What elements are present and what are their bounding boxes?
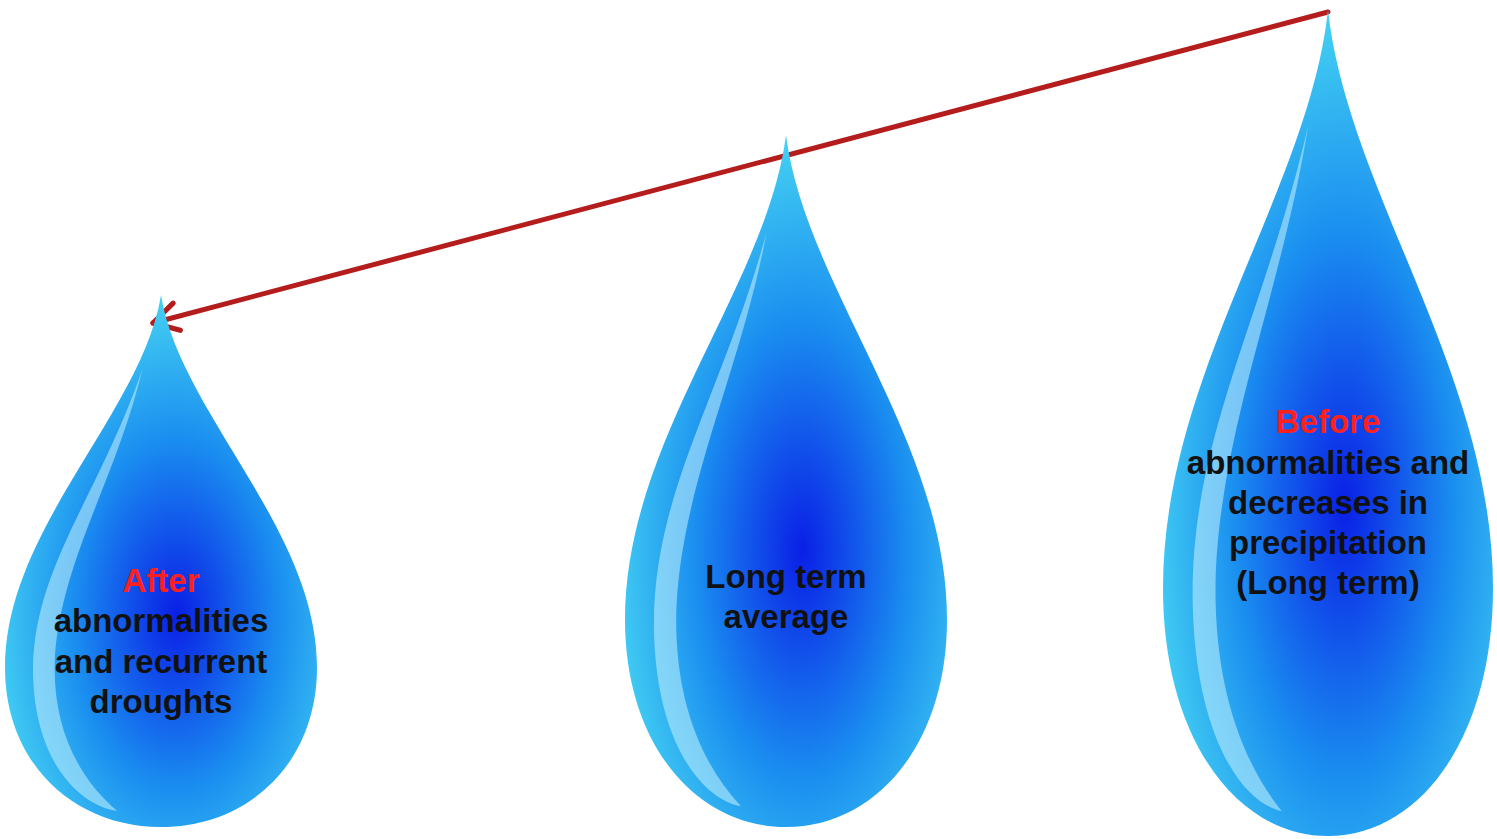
- drop-label: abnormalities and recurrent droughts: [21, 601, 302, 722]
- drop-label: Long term average: [641, 557, 931, 638]
- arrow-connector: [153, 12, 1328, 323]
- drop-text: Long term average: [641, 557, 931, 638]
- water-drop: Beforeabnormalities and decreases in pre…: [1163, 10, 1493, 836]
- drop-text: Afterabnormalities and recurrent drought…: [21, 561, 302, 722]
- water-drop: Long term average: [625, 135, 947, 827]
- drop-body: [1163, 10, 1493, 836]
- drop-body: [5, 295, 317, 827]
- drop-label: abnormalities and decreases in precipita…: [1180, 443, 1477, 604]
- time-label: Before: [1180, 402, 1477, 442]
- drop-body: [625, 135, 947, 827]
- water-drop: Afterabnormalities and recurrent drought…: [5, 295, 317, 827]
- drop-shape: [5, 295, 317, 827]
- drop-text: Beforeabnormalities and decreases in pre…: [1180, 402, 1477, 603]
- drop-shape: [625, 135, 947, 827]
- drop-highlight: [654, 232, 767, 806]
- time-label: After: [21, 561, 302, 601]
